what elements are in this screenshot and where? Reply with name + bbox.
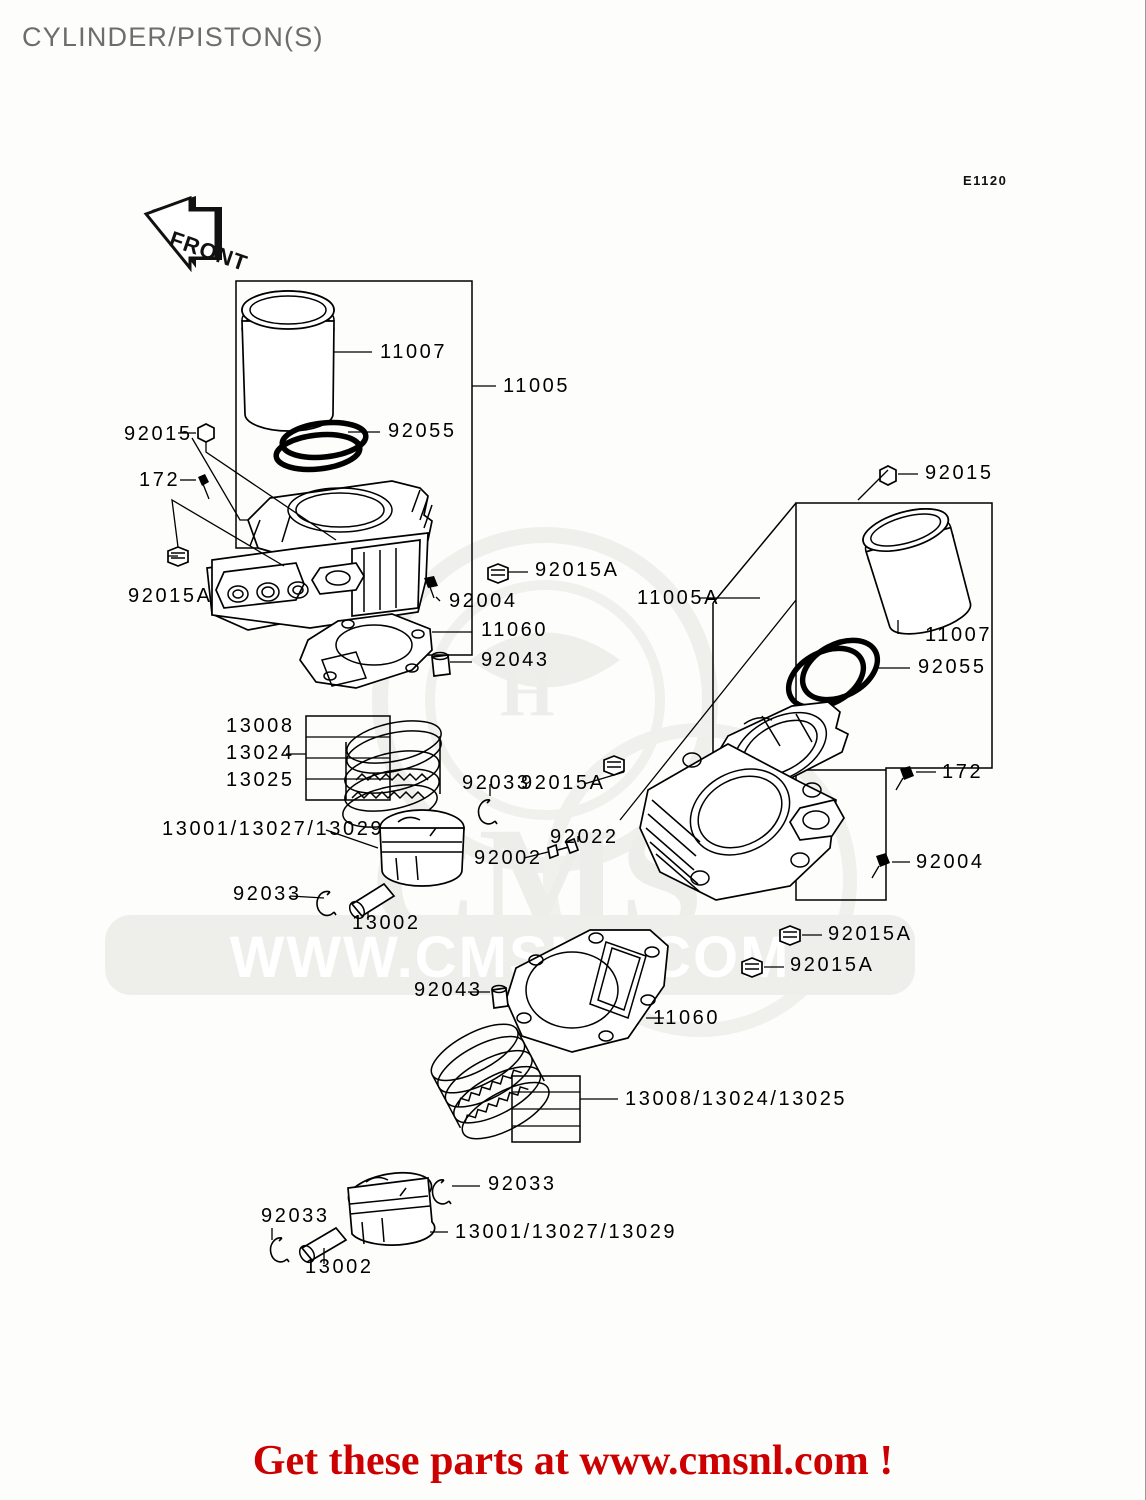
part-92055-rear-orings xyxy=(785,637,881,711)
part-92015-rear-nut xyxy=(879,465,897,486)
callout-92015-rear: 92015 xyxy=(925,462,994,484)
part-11060-front-gasket xyxy=(299,613,433,689)
part-92033-front-left-circlip xyxy=(316,890,337,917)
callout-13025: 13025 xyxy=(226,769,295,791)
part-13002-rear-piston-pin xyxy=(298,1226,348,1264)
page-title: CYLINDER/PISTON(S) xyxy=(22,22,324,52)
part-172-rear-stud xyxy=(895,766,914,791)
watermark-text: WWW.CMSNL.COM xyxy=(230,925,791,990)
callout-11005: 11005 xyxy=(503,375,570,397)
callout-13008: 13008 xyxy=(226,715,295,737)
callout-92033-front-upper: 92033 xyxy=(462,772,531,794)
footer-promo-text: Get these parts at www.cmsnl.com ! xyxy=(252,1438,894,1484)
callout-11005A: 11005A xyxy=(637,587,720,609)
callout-92055-rear: 92055 xyxy=(918,656,987,678)
part-92022-washer xyxy=(564,837,580,855)
part-13001-rear-piston xyxy=(347,1171,436,1246)
callout-92043-rear: 92043 xyxy=(414,979,483,1001)
part-11007-rear-sleeve xyxy=(862,508,972,635)
part-92043-rear-dowel xyxy=(491,984,509,1009)
callout-92022: 92022 xyxy=(550,826,619,848)
part-ring-set-rear xyxy=(430,1023,581,1143)
part-11005-front-cylinder-block xyxy=(206,480,433,631)
callout-92033-front-lower: 92033 xyxy=(233,883,302,905)
callout-92015A-mid: 92015A xyxy=(521,772,606,794)
callout-92002: 92002 xyxy=(474,847,543,869)
part-13002-front-piston-pin xyxy=(348,882,396,920)
callout-11007-front: 11007 xyxy=(380,341,447,363)
callout-11060-rear: 11060 xyxy=(653,1007,720,1029)
callout-11060-front: 11060 xyxy=(481,619,548,641)
part-11007-front-sleeve xyxy=(241,290,335,432)
callout-13024: 13024 xyxy=(226,742,295,764)
callout-92015A-front-right: 92015A xyxy=(535,559,620,581)
part-92015A-rear-lower-nut xyxy=(741,957,763,978)
callout-92055-front: 92055 xyxy=(388,420,457,442)
callout-13002-front: 13002 xyxy=(352,912,421,934)
part-92015-front-nut xyxy=(197,423,215,443)
leader-lines xyxy=(168,351,936,1264)
svg-text:H: H xyxy=(500,654,554,731)
front-direction-arrow: FRONT xyxy=(143,195,251,276)
part-92033-rear-right-circlip xyxy=(431,1179,452,1205)
part-92004-front-stud xyxy=(424,576,438,599)
callout-92004-rear: 92004 xyxy=(916,851,985,873)
part-92055-front-orings xyxy=(273,419,369,473)
part-92004-rear-stud xyxy=(871,853,890,879)
part-92033-front-right-circlip xyxy=(477,799,498,825)
callout-piston-front: 13001/13027/13029 xyxy=(162,818,384,840)
callout-92015A-rear-lower: 92015A xyxy=(790,954,875,976)
callout-92043-front: 92043 xyxy=(481,649,550,671)
callout-13002-rear: 13002 xyxy=(305,1256,374,1278)
callout-labels: 11007 11005 92055 92015 172 92015A 92015… xyxy=(124,341,994,1278)
part-11060-rear-gasket xyxy=(505,929,669,1053)
callout-172-rear: 172 xyxy=(942,761,983,783)
callout-ring-set-rear: 13008/13024/13025 xyxy=(625,1088,847,1110)
part-13001-front-piston xyxy=(379,809,465,887)
part-ring-set-front xyxy=(305,715,442,828)
callout-92015A-front-left: 92015A xyxy=(128,585,213,607)
callout-piston-rear: 13001/13027/13029 xyxy=(455,1221,677,1243)
part-11005A-rear-cylinder-block xyxy=(639,701,850,901)
callout-172-front: 172 xyxy=(139,469,180,491)
callout-92015A-rear-upper: 92015A xyxy=(828,923,913,945)
callout-92004-front: 92004 xyxy=(449,590,518,612)
part-92015A-front-right-nut xyxy=(487,563,509,584)
part-92015A-mid-nut xyxy=(603,755,625,776)
callout-92033-rear-lower: 92033 xyxy=(261,1205,330,1227)
callout-92015-front: 92015 xyxy=(124,423,193,445)
part-92033-rear-left-circlip xyxy=(269,1237,290,1263)
part-92043-front-dowel xyxy=(431,651,451,677)
part-92015A-rear-upper-nut xyxy=(779,925,801,946)
part-172-front-stud xyxy=(198,474,210,500)
callout-92033-rear-upper: 92033 xyxy=(488,1173,557,1195)
callout-11007-rear: 11007 xyxy=(925,624,992,646)
figure-reference: E1120 xyxy=(963,173,1008,188)
